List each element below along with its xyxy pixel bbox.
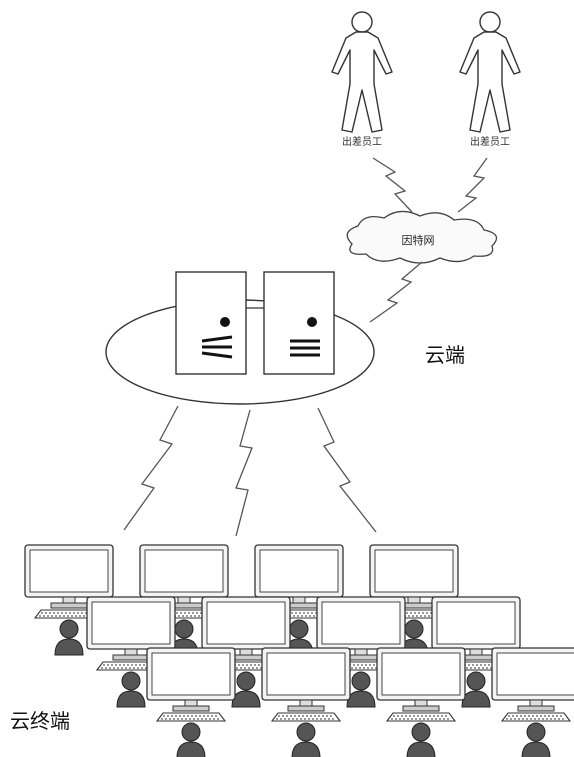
desktop-computer-icon bbox=[492, 648, 574, 711]
user-head-icon bbox=[462, 672, 490, 707]
terminal-workstation bbox=[262, 648, 350, 757]
internet-label: 因特网 bbox=[402, 233, 435, 247]
server-icon bbox=[176, 272, 246, 374]
desktop-computer-icon bbox=[147, 648, 235, 711]
employee-group: 出差员工 出差员工 bbox=[332, 12, 520, 148]
keyboard-icon bbox=[387, 713, 455, 721]
keyboard-icon bbox=[272, 713, 340, 721]
employee-label: 出差员工 bbox=[470, 135, 510, 148]
lightning-link-icon bbox=[124, 406, 178, 530]
user-head-icon bbox=[232, 672, 260, 707]
cloud-terminal-label: 云终端 bbox=[10, 709, 70, 733]
user-head-icon bbox=[347, 672, 375, 707]
employee-label: 出差员工 bbox=[342, 135, 382, 148]
internet-cloud: 因特网 bbox=[347, 211, 496, 263]
user-head-icon bbox=[117, 672, 145, 707]
cloud-server-label: 云端 bbox=[425, 343, 465, 367]
person-icon bbox=[460, 12, 520, 132]
user-head-icon bbox=[522, 723, 550, 757]
terminal-workstation bbox=[147, 648, 235, 757]
lightning-link-icon bbox=[373, 158, 412, 212]
lightning-link-icon bbox=[458, 158, 487, 212]
desktop-computer-icon bbox=[377, 648, 465, 711]
keyboard-icon bbox=[502, 713, 570, 721]
terminal-workstation bbox=[377, 648, 465, 757]
cloud-terminal-group bbox=[25, 545, 574, 757]
user-head-icon bbox=[407, 723, 435, 757]
user-head-icon bbox=[292, 723, 320, 757]
lightning-link-icon bbox=[370, 262, 422, 322]
person-icon bbox=[332, 12, 392, 132]
desktop-computer-icon bbox=[262, 648, 350, 711]
lightning-link-icon bbox=[236, 410, 252, 536]
lightning-link-icon bbox=[318, 408, 376, 532]
server-icon bbox=[264, 272, 334, 374]
cloud-server bbox=[106, 272, 374, 404]
terminal-workstation bbox=[492, 648, 574, 757]
user-head-icon bbox=[177, 723, 205, 757]
keyboard-icon bbox=[157, 713, 225, 721]
user-head-icon bbox=[55, 620, 83, 655]
